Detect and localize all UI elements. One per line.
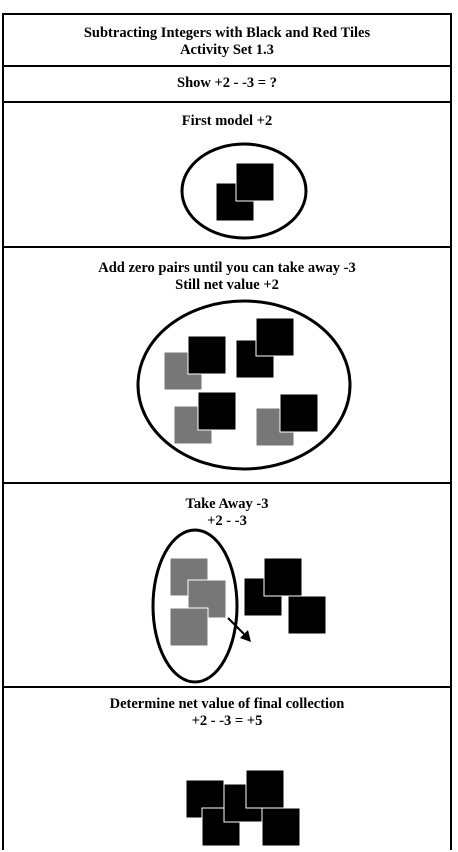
step-4-caption-1: Determine net value of final collection	[109, 696, 345, 712]
step-3-caption-1: Take Away -3	[185, 496, 269, 512]
step-1-row: First model +2	[2, 101, 452, 246]
title-line-2: Activity Set 1.3	[180, 42, 274, 58]
step-2-ring	[136, 299, 352, 471]
black-tile	[263, 557, 303, 597]
step-2-caption-1: Add zero pairs until you can take away -…	[98, 260, 356, 276]
red-tile	[169, 607, 209, 647]
take-away-arrow-head	[240, 630, 251, 642]
step-4-row: Determine net value of final collection …	[2, 686, 452, 850]
problem-row: Show +2 - -3 = ?	[2, 65, 452, 101]
problem-statement: Show +2 - -3 = ?	[177, 75, 277, 91]
black-tile	[197, 391, 237, 431]
step-2-row: Add zero pairs until you can take away -…	[2, 246, 452, 482]
step-3-caption-2: +2 - -3	[207, 513, 247, 529]
title-row: Subtracting Integers with Black and Red …	[2, 13, 452, 65]
step-1-model	[180, 142, 308, 240]
step-1-caption: First model +2	[181, 113, 273, 129]
black-tile	[245, 769, 285, 809]
black-tile	[261, 807, 301, 847]
step-3-row: Take Away -3 +2 - -3	[2, 482, 452, 686]
step-3-model	[151, 528, 327, 684]
step-4-caption-2: +2 - -3 = +5	[191, 713, 263, 729]
black-tile	[279, 393, 319, 433]
black-tile	[235, 162, 275, 202]
step-4-model	[185, 769, 301, 847]
title-line-1: Subtracting Integers with Black and Red …	[83, 25, 371, 41]
take-away-ring	[151, 528, 239, 684]
step-2-caption-2: Still net value +2	[175, 277, 279, 293]
black-tile	[287, 595, 327, 635]
step-2-model	[136, 299, 352, 471]
black-tile	[187, 335, 227, 375]
take-away-arrow-shaft	[227, 617, 245, 635]
step-1-ring	[180, 142, 308, 240]
black-tile	[255, 317, 295, 357]
